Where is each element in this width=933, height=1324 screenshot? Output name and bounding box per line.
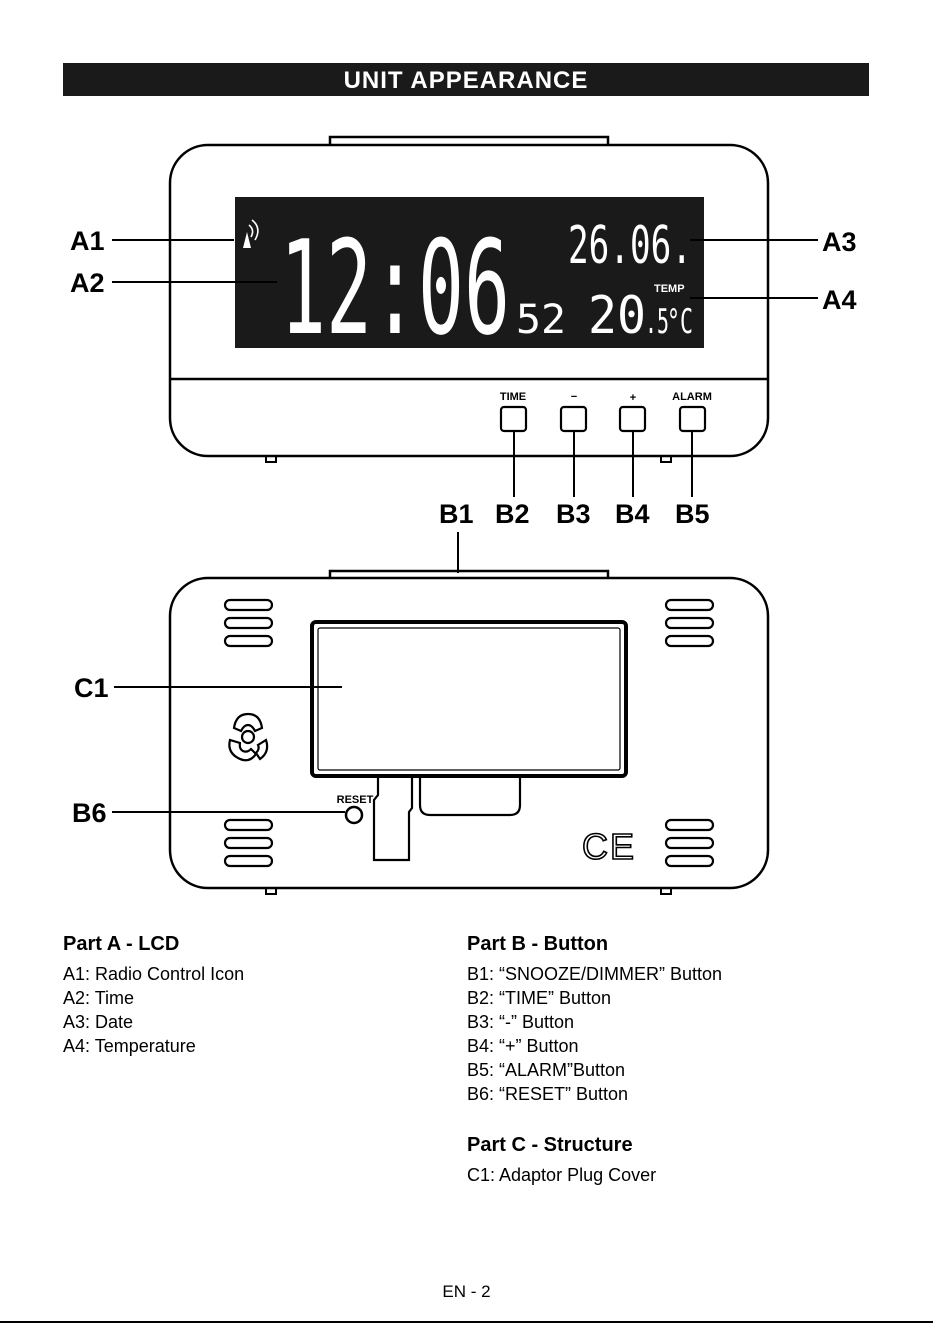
- a-leader-lines: [112, 239, 818, 299]
- back-view: [168, 569, 770, 895]
- snooze-bar-back: [328, 569, 610, 578]
- plus-button[interactable]: [618, 405, 647, 433]
- page-banner: UNIT APPEARANCE: [63, 63, 869, 96]
- callout-a4: A4: [822, 285, 857, 315]
- part-b-item: B4: “+” Button: [467, 1036, 579, 1056]
- part-b-heading: Part B - Button: [467, 933, 609, 955]
- minus-button-label: −: [571, 391, 577, 403]
- part-b-item: B6: “RESET” Button: [467, 1084, 629, 1104]
- part-b-item: B3: “-” Button: [467, 1012, 575, 1032]
- reset-button[interactable]: [344, 805, 364, 825]
- callout-c1: C1: [74, 673, 109, 703]
- back-foot-right: [660, 888, 672, 895]
- callout-b5: B5: [675, 499, 710, 529]
- lcd-seconds: 52: [516, 297, 566, 343]
- front-foot-right: [660, 456, 672, 463]
- callout-b3: B3: [556, 499, 591, 529]
- part-a-legend: Part A - LCD A1: Radio Control Icon A2: …: [63, 932, 244, 1058]
- front-foot-left: [265, 456, 277, 463]
- part-c-legend: Part C - Structure C1: Adaptor Plug Cove…: [467, 1133, 656, 1187]
- back-leader-lines: [112, 686, 345, 813]
- plus-button-label: +: [630, 392, 636, 404]
- lcd-temperature-decimal: .5: [645, 302, 669, 342]
- front-view: [168, 135, 770, 463]
- part-b-legend: Part B - Button B1: “SNOOZE/DIMMER” Butt…: [467, 932, 722, 1106]
- snooze-bar-top: [328, 135, 610, 145]
- part-a-item: A1: Radio Control Icon: [63, 964, 245, 984]
- part-a-item: A4: Temperature: [63, 1036, 196, 1056]
- lcd-temp-label: TEMP: [654, 283, 685, 295]
- lcd-temperature-whole: 20: [588, 286, 646, 346]
- callout-b2: B2: [495, 499, 530, 529]
- alarm-button-label: ALARM: [672, 391, 712, 403]
- speaker-icon: [228, 712, 269, 762]
- time-button[interactable]: [499, 405, 528, 433]
- callout-a3: A3: [822, 227, 857, 257]
- back-body: [168, 576, 770, 890]
- callout-b1: B1: [439, 499, 474, 529]
- part-b-item: B5: “ALARM”Button: [467, 1060, 626, 1080]
- part-b-item: B2: “TIME” Button: [467, 988, 612, 1008]
- reset-button-label: RESET: [337, 794, 374, 806]
- lcd-temperature-unit: °C: [667, 302, 693, 342]
- part-a-item: A3: Date: [63, 1012, 134, 1032]
- part-b-item: B1: “SNOOZE/DIMMER” Button: [467, 964, 723, 984]
- vent-slots: [223, 598, 715, 868]
- page-number: EN - 2: [442, 1282, 491, 1301]
- callout-b6: B6: [72, 798, 107, 828]
- back-foot-left: [265, 888, 277, 895]
- part-a-heading: Part A - LCD: [63, 933, 180, 955]
- bottom-rule: [0, 1321, 933, 1323]
- unit-diagram: 12:06 52 26.06. TEMP 20 .5 °C TIME − + A…: [70, 135, 857, 895]
- radio-control-icon: [243, 219, 259, 248]
- ce-mark: CE: [582, 826, 636, 867]
- b-leader-lines: [457, 431, 693, 573]
- callout-a1: A1: [70, 226, 105, 256]
- minus-button[interactable]: [559, 405, 588, 433]
- time-button-label: TIME: [500, 391, 526, 403]
- part-c-heading: Part C - Structure: [467, 1134, 633, 1156]
- adaptor-plug-cover: [310, 620, 628, 862]
- lcd-date: 26.06.: [568, 216, 692, 276]
- lcd-time: 12:06: [280, 212, 510, 364]
- callout-a2: A2: [70, 268, 105, 298]
- front-body: [168, 143, 770, 458]
- part-a-item: A2: Time: [63, 988, 135, 1008]
- callout-b4: B4: [615, 499, 650, 529]
- lcd-screen: [235, 197, 704, 348]
- alarm-button[interactable]: [678, 405, 707, 433]
- part-c-item: C1: Adaptor Plug Cover: [467, 1165, 657, 1185]
